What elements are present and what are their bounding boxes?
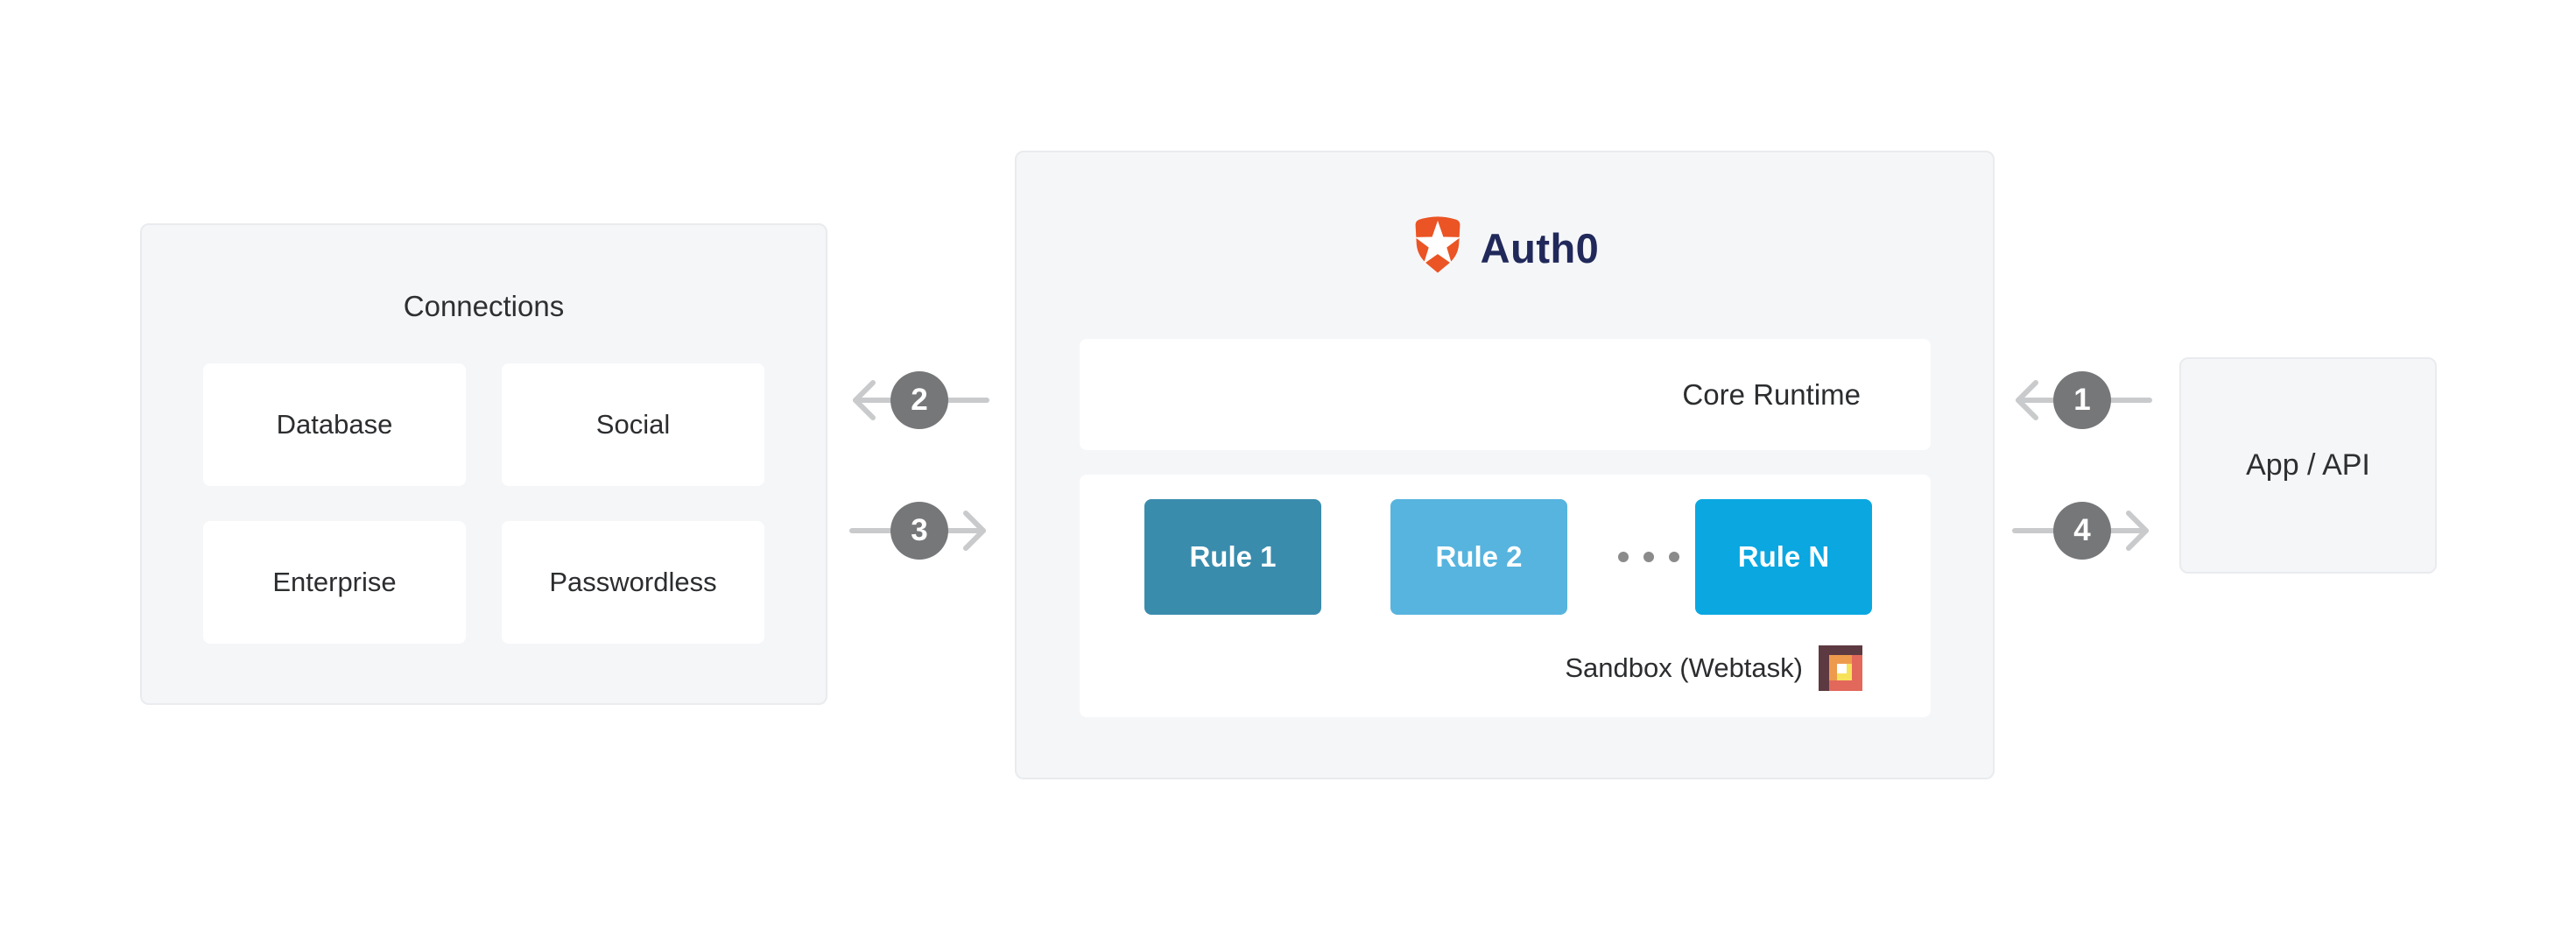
rule-1-tile: Rule 1 (1144, 499, 1321, 615)
rule-2-label: Rule 2 (1435, 540, 1523, 573)
connections-title: Connections (403, 290, 565, 322)
rule-2-tile: Rule 2 (1390, 499, 1567, 615)
rules-sandbox-box: Rule 1 Rule 2 Rule N Sandbox (Webtask) (1080, 475, 1931, 717)
rule-1-label: Rule 1 (1189, 540, 1277, 573)
connection-label-passwordless: Passwordless (549, 567, 717, 597)
connection-label-enterprise: Enterprise (272, 567, 397, 597)
connection-box-passwordless: Passwordless (502, 521, 764, 644)
step-2-connector: 2 (847, 370, 992, 431)
app-api-label: App / API (2246, 448, 2370, 482)
step-2-badge: 2 (890, 371, 948, 429)
connection-box-database: Database (203, 363, 466, 486)
webtask-nested-squares-icon (1819, 645, 1862, 691)
connection-label-database: Database (276, 409, 393, 440)
auth0-shield-star-icon (1414, 216, 1460, 273)
step-3-connector: 3 (847, 500, 992, 561)
connections-panel: Connections Database Social Enterprise P… (140, 223, 827, 705)
rule-n-label: Rule N (1737, 540, 1830, 573)
auth0-logo: Auth0 (1017, 216, 1993, 279)
ellipsis-dots-icon (1601, 499, 1695, 615)
step-4-badge: 4 (2053, 502, 2111, 560)
step-3-badge: 3 (890, 502, 948, 560)
connection-box-enterprise: Enterprise (203, 521, 466, 644)
rule-n-tile: Rule N (1695, 499, 1872, 615)
connection-box-social: Social (502, 363, 764, 486)
sandbox-webtask-row: Sandbox (Webtask) (1565, 641, 1862, 695)
core-runtime-box: Core Runtime (1080, 339, 1931, 450)
auth0-brand-text: Auth0 (1480, 224, 1600, 271)
sandbox-webtask-label: Sandbox (Webtask) (1565, 652, 1803, 683)
app-api-panel: App / API (2179, 357, 2437, 574)
step-1-badge: 1 (2053, 371, 2111, 429)
step-1-connector: 1 (2009, 370, 2155, 431)
step-4-connector: 4 (2009, 500, 2155, 561)
connection-label-social: Social (595, 409, 671, 440)
core-runtime-label: Core Runtime (1682, 377, 1861, 411)
auth0-panel: Auth0 Core Runtime Rule 1 Rule 2 Rule N … (1015, 151, 1995, 779)
